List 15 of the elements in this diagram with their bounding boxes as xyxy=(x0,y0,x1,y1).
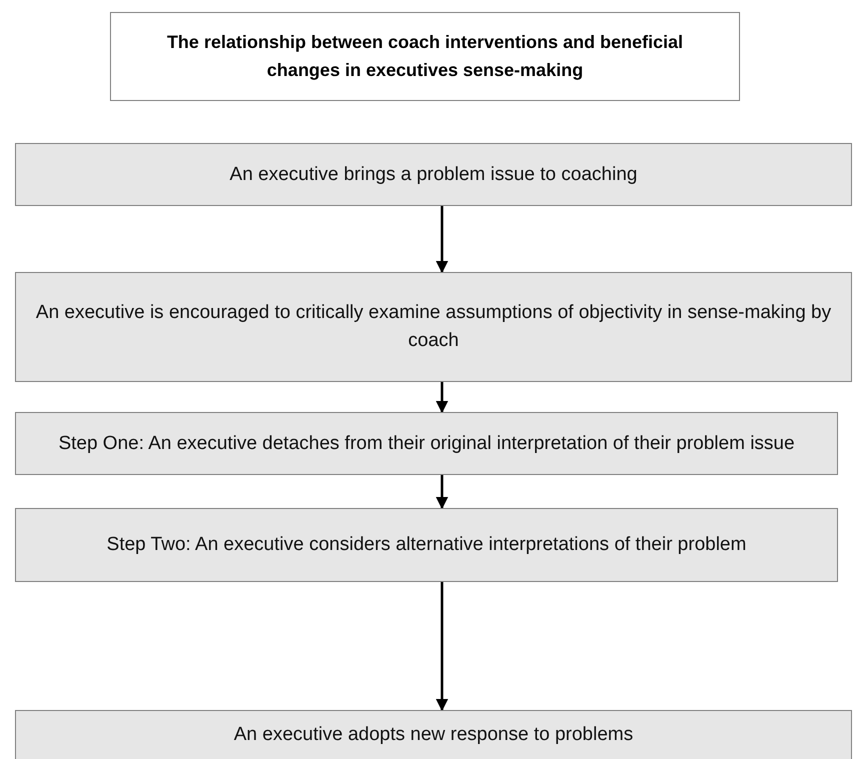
box-text: An executive brings a problem issue to coaching xyxy=(230,162,638,187)
process-box xyxy=(15,710,852,759)
arrow xyxy=(436,582,448,712)
process-box xyxy=(15,272,852,382)
process-box xyxy=(15,143,852,206)
arrow xyxy=(436,206,448,274)
arrow xyxy=(436,382,448,414)
box-text: Step Two: An executive considers alternative interpretations of their problem xyxy=(106,533,746,558)
box-text: An executive adopts new response to problems xyxy=(234,723,634,748)
process-box xyxy=(15,412,838,475)
box-text: Step One: An executive detaches from their original interpretation of their problem issue xyxy=(58,432,795,456)
box-text: An executive is encouraged to critically examine assumptions of objectivity in sense-making by coach xyxy=(34,301,832,353)
process-box xyxy=(15,508,838,582)
title: The relationship between coach interventions and beneficial changes in executives sense-making xyxy=(110,12,740,101)
arrow xyxy=(436,475,448,510)
